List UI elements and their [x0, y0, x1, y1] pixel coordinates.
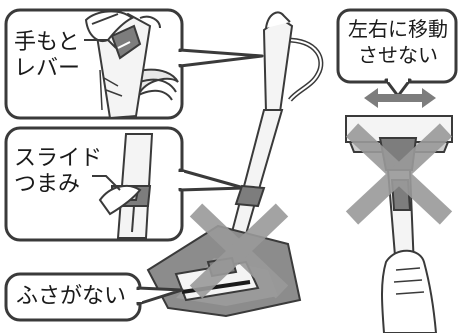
left-right-arrow-icon	[364, 88, 436, 108]
callout-no-lid-box	[4, 272, 184, 322]
prohibited-cross-right	[345, 123, 453, 225]
hand-lever-leader	[84, 39, 117, 49]
callout-no-side-move-text: 左右に移動 させない	[348, 17, 448, 67]
callout-slide-knob-text: スライド つまみ	[14, 146, 103, 197]
callout-no-side-move-box	[336, 8, 458, 98]
pipe-closeup-drawing	[98, 133, 154, 239]
handle-closeup-drawing	[84, 10, 179, 120]
callout-hand-lever-text: 手もと レバー	[14, 30, 81, 81]
callout-no-lid-text: ふさがない	[16, 284, 127, 309]
slide-knob-leader	[92, 175, 121, 191]
prohibited-cross-left	[189, 203, 289, 299]
